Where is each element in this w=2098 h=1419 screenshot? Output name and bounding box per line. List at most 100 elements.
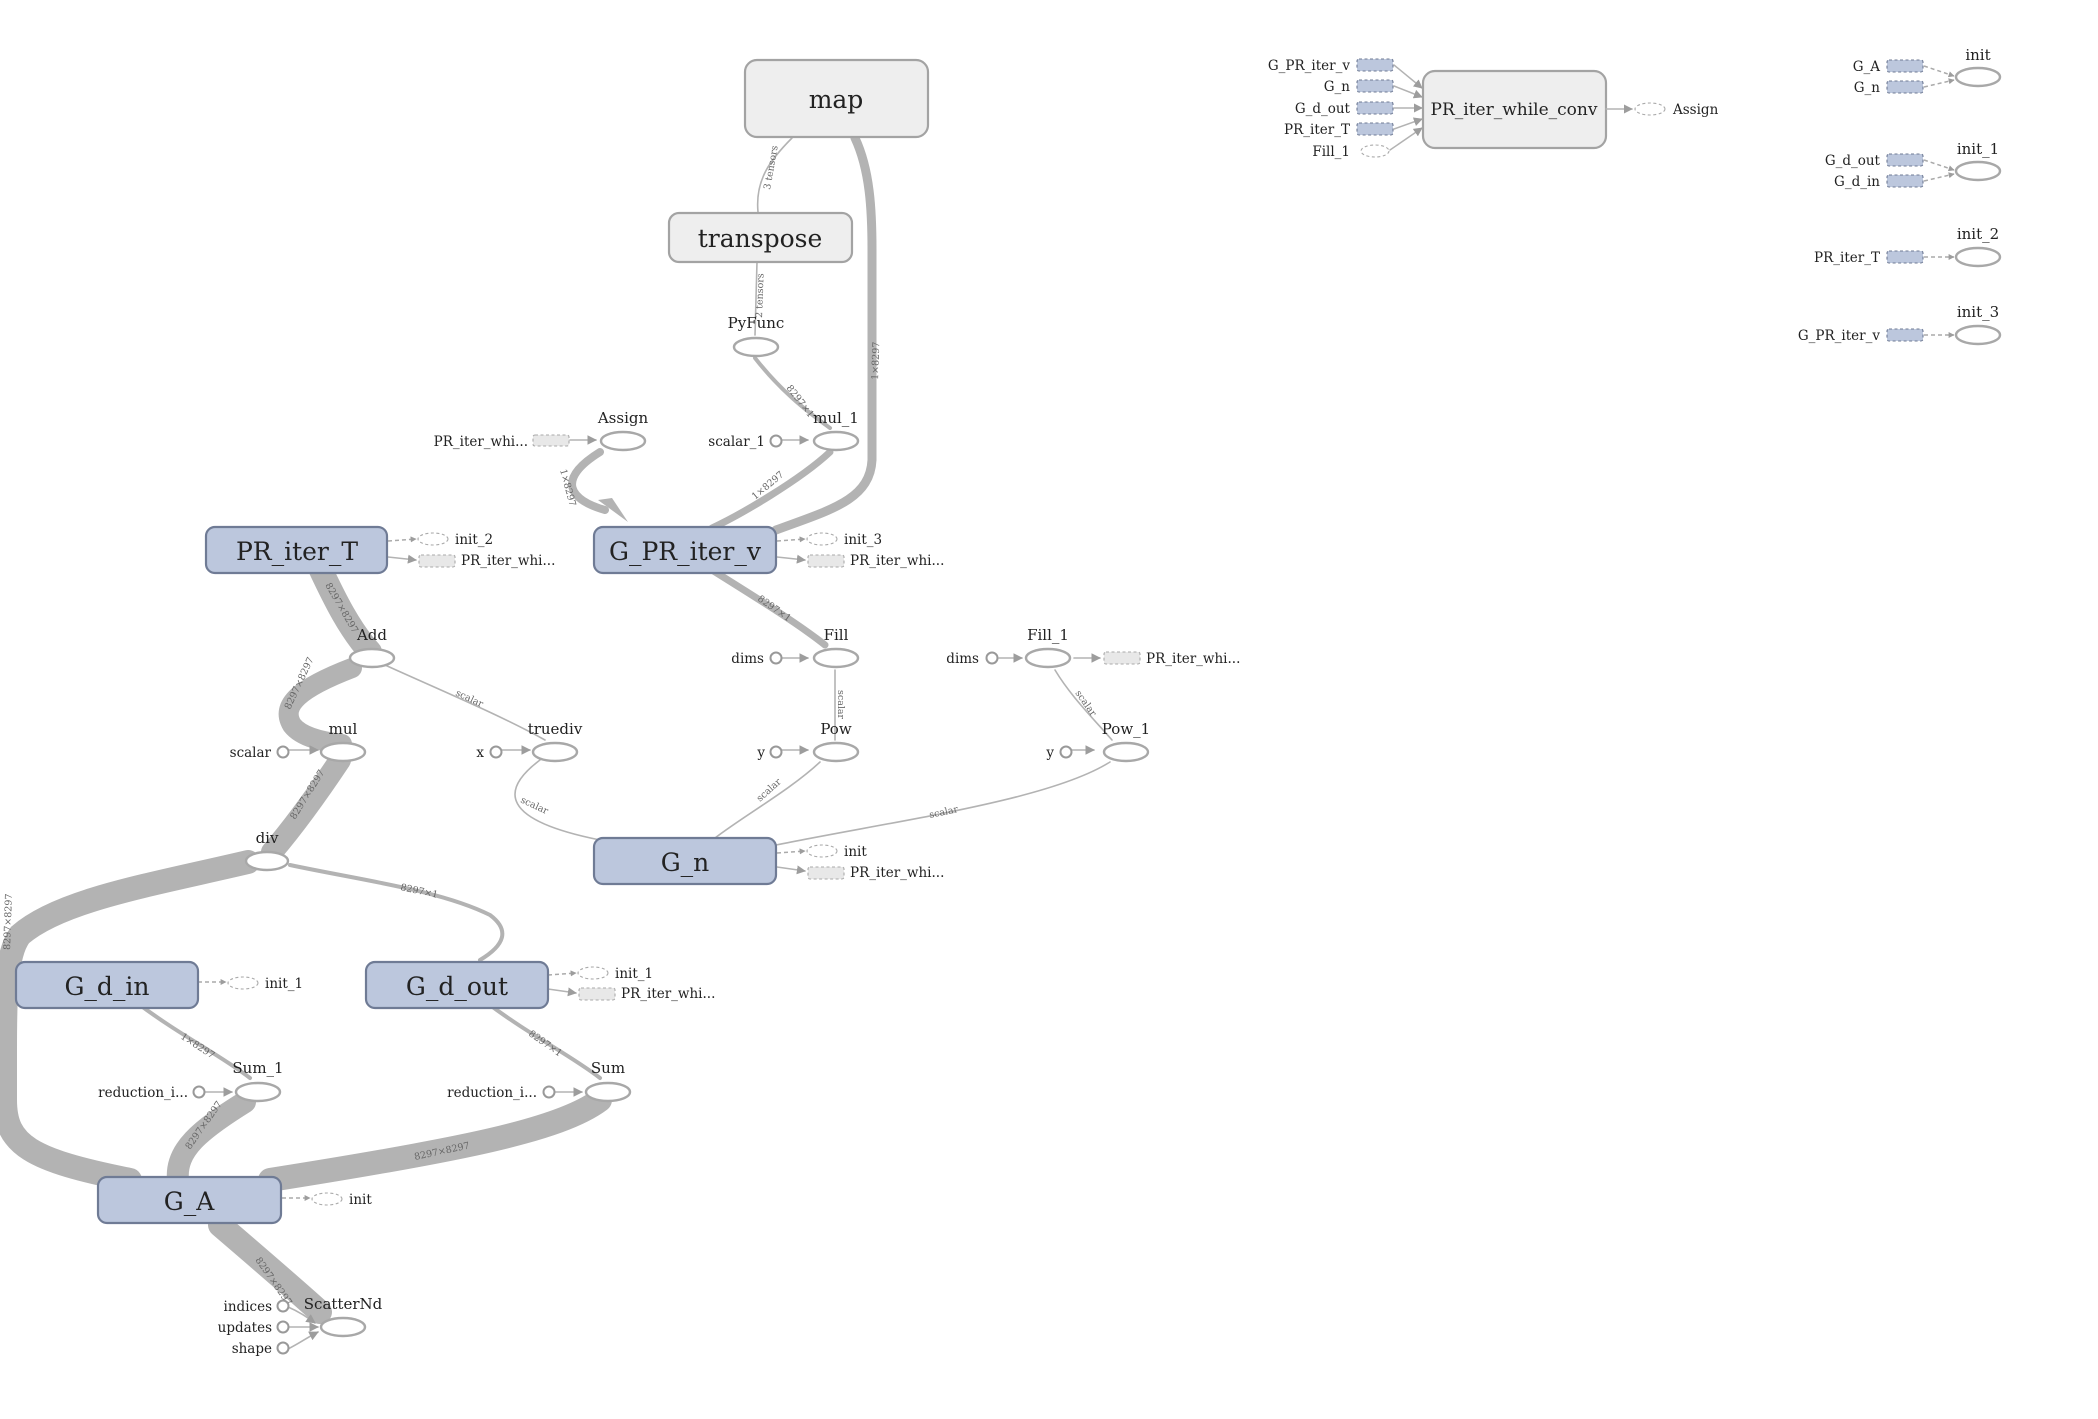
node-div[interactable]: div [244, 829, 290, 872]
ref-priterwhi-1-label: PR_iter_whi... [461, 553, 555, 569]
node-priterT[interactable]: PR_iter_T [204, 525, 389, 575]
node-gn[interactable]: G_n [592, 836, 778, 886]
node-y-pow[interactable]: y [756, 745, 783, 761]
ref-init2-label: init_2 [455, 532, 493, 548]
edge-pow1-gn [775, 761, 1111, 846]
node-assign[interactable]: Assign [597, 409, 649, 452]
ref-priterwhi-5-label: PR_iter_whi... [621, 986, 715, 1002]
edge-gdout-sum [488, 1003, 602, 1080]
ref-init-gn[interactable]: init [806, 844, 867, 860]
node-scalar[interactable]: scalar [230, 745, 290, 761]
while-input-0-label: G_PR_iter_v [1268, 58, 1350, 74]
while-input-fill1[interactable]: Fill_1 [1312, 144, 1390, 160]
node-map-label: map [809, 85, 864, 114]
node-sum1-label: Sum_1 [232, 1059, 283, 1077]
node-pow[interactable]: Pow [812, 720, 860, 763]
node-indices[interactable]: indices [224, 1299, 290, 1315]
node-sum1[interactable]: Sum_1 [232, 1059, 284, 1103]
edge-assign-arrowhead [598, 498, 628, 522]
nodes-layer: map transpose PyFunc Assign PR_iter_whi.… [14, 58, 1240, 1357]
ref-init2[interactable]: init_2 [417, 532, 493, 548]
node-shape[interactable]: shape [232, 1341, 290, 1357]
edge-map-transpose [756, 137, 793, 213]
edge-priterT-init2 [387, 536, 417, 543]
edge-pow-gn [714, 761, 821, 839]
edge-label-gdout-sum: 8297×1 [526, 1028, 564, 1059]
node-y-pow1[interactable]: y [1045, 745, 1073, 761]
init-1-input-0: G_d_out [1825, 153, 1881, 169]
edge-label-add-truediv: scalar [454, 688, 485, 710]
while-input-priterT[interactable]: PR_iter_T [1284, 122, 1394, 138]
node-transpose-label: transpose [698, 224, 823, 253]
while-node[interactable]: PR_iter_while_conv [1421, 69, 1608, 150]
edge-gpriterv-init3 [776, 536, 806, 543]
node-fill1[interactable]: Fill_1 [1024, 626, 1072, 669]
node-pow1[interactable]: Pow_1 [1102, 720, 1150, 763]
node-scalar1[interactable]: scalar_1 [708, 434, 783, 450]
while-input-gdout[interactable]: G_d_out [1295, 101, 1394, 117]
ref-priterwhi-3-label: PR_iter_whi... [1146, 651, 1240, 667]
ref-priterwhi-5[interactable]: PR_iter_whi... [578, 986, 715, 1002]
node-scatternd[interactable]: ScatterNd [304, 1295, 383, 1338]
ref-priterwhi-3[interactable]: PR_iter_whi... [1103, 651, 1240, 667]
node-mul[interactable]: mul [319, 720, 367, 763]
node-map[interactable]: map [743, 58, 930, 139]
node-add[interactable]: Add [348, 626, 396, 669]
node-ga-label: G_A [164, 1187, 215, 1216]
node-priterwhi-in[interactable]: PR_iter_whi... [434, 434, 570, 450]
edge-label-pyfunc-mul1: 8297×1 [784, 383, 816, 420]
node-sum[interactable]: Sum [584, 1059, 632, 1103]
ref-priterwhi-4[interactable]: PR_iter_whi... [807, 865, 944, 881]
init-group-0[interactable]: init G_A G_n [1853, 46, 2002, 96]
node-reduction-sum-label: reduction_i... [447, 1085, 537, 1101]
ref-init1-gdout[interactable]: init_1 [577, 966, 653, 982]
while-input-gn[interactable]: G_n [1324, 79, 1394, 95]
node-reduction-sum[interactable]: reduction_i... [447, 1085, 556, 1101]
node-pow1-label: Pow_1 [1102, 720, 1150, 738]
init-panel: init G_A G_n init_1 G_d_out G_d_in init_… [1798, 46, 2002, 346]
node-transpose[interactable]: transpose [667, 211, 854, 264]
node-ga[interactable]: G_A [96, 1175, 283, 1225]
node-gdout-label: G_d_out [406, 972, 508, 1001]
node-mul1[interactable]: mul_1 [812, 409, 860, 452]
ref-init3[interactable]: init_3 [806, 532, 882, 548]
ref-init-ga-label: init [349, 1192, 372, 1208]
ref-init-ga[interactable]: init [311, 1192, 372, 1208]
while-edge-0 [1393, 64, 1423, 89]
node-dims-fill[interactable]: dims [731, 651, 783, 667]
node-truediv[interactable]: truediv [528, 720, 583, 763]
while-input-gpriterv[interactable]: G_PR_iter_v [1268, 58, 1394, 74]
node-gpriterv-label: G_PR_iter_v [609, 537, 762, 566]
node-updates[interactable]: updates [218, 1320, 290, 1336]
node-fill1-label: Fill_1 [1027, 626, 1069, 644]
node-gdout[interactable]: G_d_out [364, 960, 550, 1010]
node-updates-label: updates [218, 1320, 272, 1336]
node-fill[interactable]: Fill [812, 626, 860, 669]
node-indices-label: indices [224, 1299, 273, 1315]
edge-priterT-add [308, 556, 382, 664]
while-output-assign[interactable]: Assign [1634, 102, 1719, 118]
node-dims-fill1[interactable]: dims [946, 651, 999, 667]
node-reduction-sum1-label: reduction_i... [98, 1085, 188, 1101]
ref-priterwhi-1[interactable]: PR_iter_whi... [418, 553, 555, 569]
init-2-title: init_2 [1957, 225, 1999, 243]
edge-priterT-whi [387, 554, 417, 564]
init-group-1[interactable]: init_1 G_d_out G_d_in [1825, 140, 2002, 190]
node-y-pow-label: y [756, 745, 765, 761]
ref-priterwhi-2[interactable]: PR_iter_whi... [807, 553, 944, 569]
node-gdin[interactable]: G_d_in [14, 960, 200, 1010]
init-1-title: init_1 [1957, 140, 1999, 158]
node-y-pow1-label: y [1045, 745, 1054, 761]
init-group-3[interactable]: init_3 G_PR_iter_v [1798, 303, 2002, 346]
ref-init1-gdout-label: init_1 [615, 966, 653, 982]
ref-init1-gdin[interactable]: init_1 [227, 976, 303, 992]
edge-add-mul [278, 658, 362, 754]
while-output-label: Assign [1672, 102, 1719, 118]
while-edge-4 [1389, 127, 1423, 151]
node-gpriterv[interactable]: G_PR_iter_v [592, 525, 778, 575]
node-x[interactable]: x [476, 745, 503, 761]
node-reduction-sum1[interactable]: reduction_i... [98, 1085, 206, 1101]
node-pyfunc[interactable]: PyFunc [728, 314, 785, 358]
init-group-2[interactable]: init_2 PR_iter_T [1814, 225, 2002, 268]
